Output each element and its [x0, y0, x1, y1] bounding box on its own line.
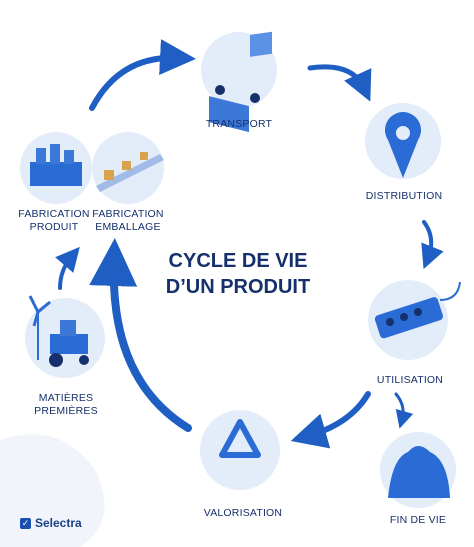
- transport-circle: [201, 31, 277, 133]
- brand-name: Selectra: [35, 516, 82, 530]
- distribution-circle: [365, 103, 441, 179]
- label-distribution: DISTRIBUTION: [365, 190, 443, 202]
- background-blob: [0, 434, 105, 547]
- truck-icon: [209, 31, 272, 133]
- label-utilisation: UTILISATION: [376, 374, 444, 386]
- checkmark-icon: ✓: [20, 517, 31, 529]
- brand-logo: ✓ Selectra: [20, 516, 82, 530]
- fab-emballage-circle: [92, 132, 164, 204]
- arrow-transport-to-distribution: [307, 64, 372, 102]
- arrow-matieres-to-fab: [55, 246, 80, 290]
- matieres-circle: [25, 295, 105, 378]
- valorisation-circle: [200, 410, 280, 490]
- arrow-utilisation-to-valorisation: [290, 391, 371, 449]
- arrow-utilisation-to-fin-de-vie: [394, 392, 414, 429]
- label-transport: TRANSPORT: [205, 118, 273, 130]
- fab-produit-circle: [20, 132, 92, 204]
- waste-pile-icon: [388, 446, 450, 498]
- utilisation-circle: [368, 280, 461, 360]
- label-fin-de-vie: FIN DE VIE: [389, 514, 447, 526]
- label-valorisation: VALORISATION: [203, 507, 283, 519]
- recycle-icon: [219, 419, 261, 458]
- label-matieres-premieres: MATIÈRES PREMIÈRES: [34, 392, 98, 417]
- arrow-fab-to-transport: [89, 39, 196, 111]
- power-strip-icon: [374, 281, 461, 339]
- label-fabrication-produit: FABRICATION PRODUIT: [18, 208, 90, 233]
- fin-de-vie-circle: [380, 432, 456, 508]
- map-pin-icon: [385, 112, 421, 178]
- arrow-distribution-to-utilisation: [421, 220, 444, 270]
- diagram-title: CYCLE DE VIE D’UN PRODUIT: [165, 250, 311, 298]
- factory-icon: [30, 144, 82, 186]
- tractor-icon: [28, 295, 89, 367]
- arrow-valorisation-to-fab: [89, 238, 192, 432]
- label-fabrication-emballage: FABRICATION EMBALLAGE: [92, 208, 164, 233]
- conveyor-boxes-icon: [96, 152, 164, 192]
